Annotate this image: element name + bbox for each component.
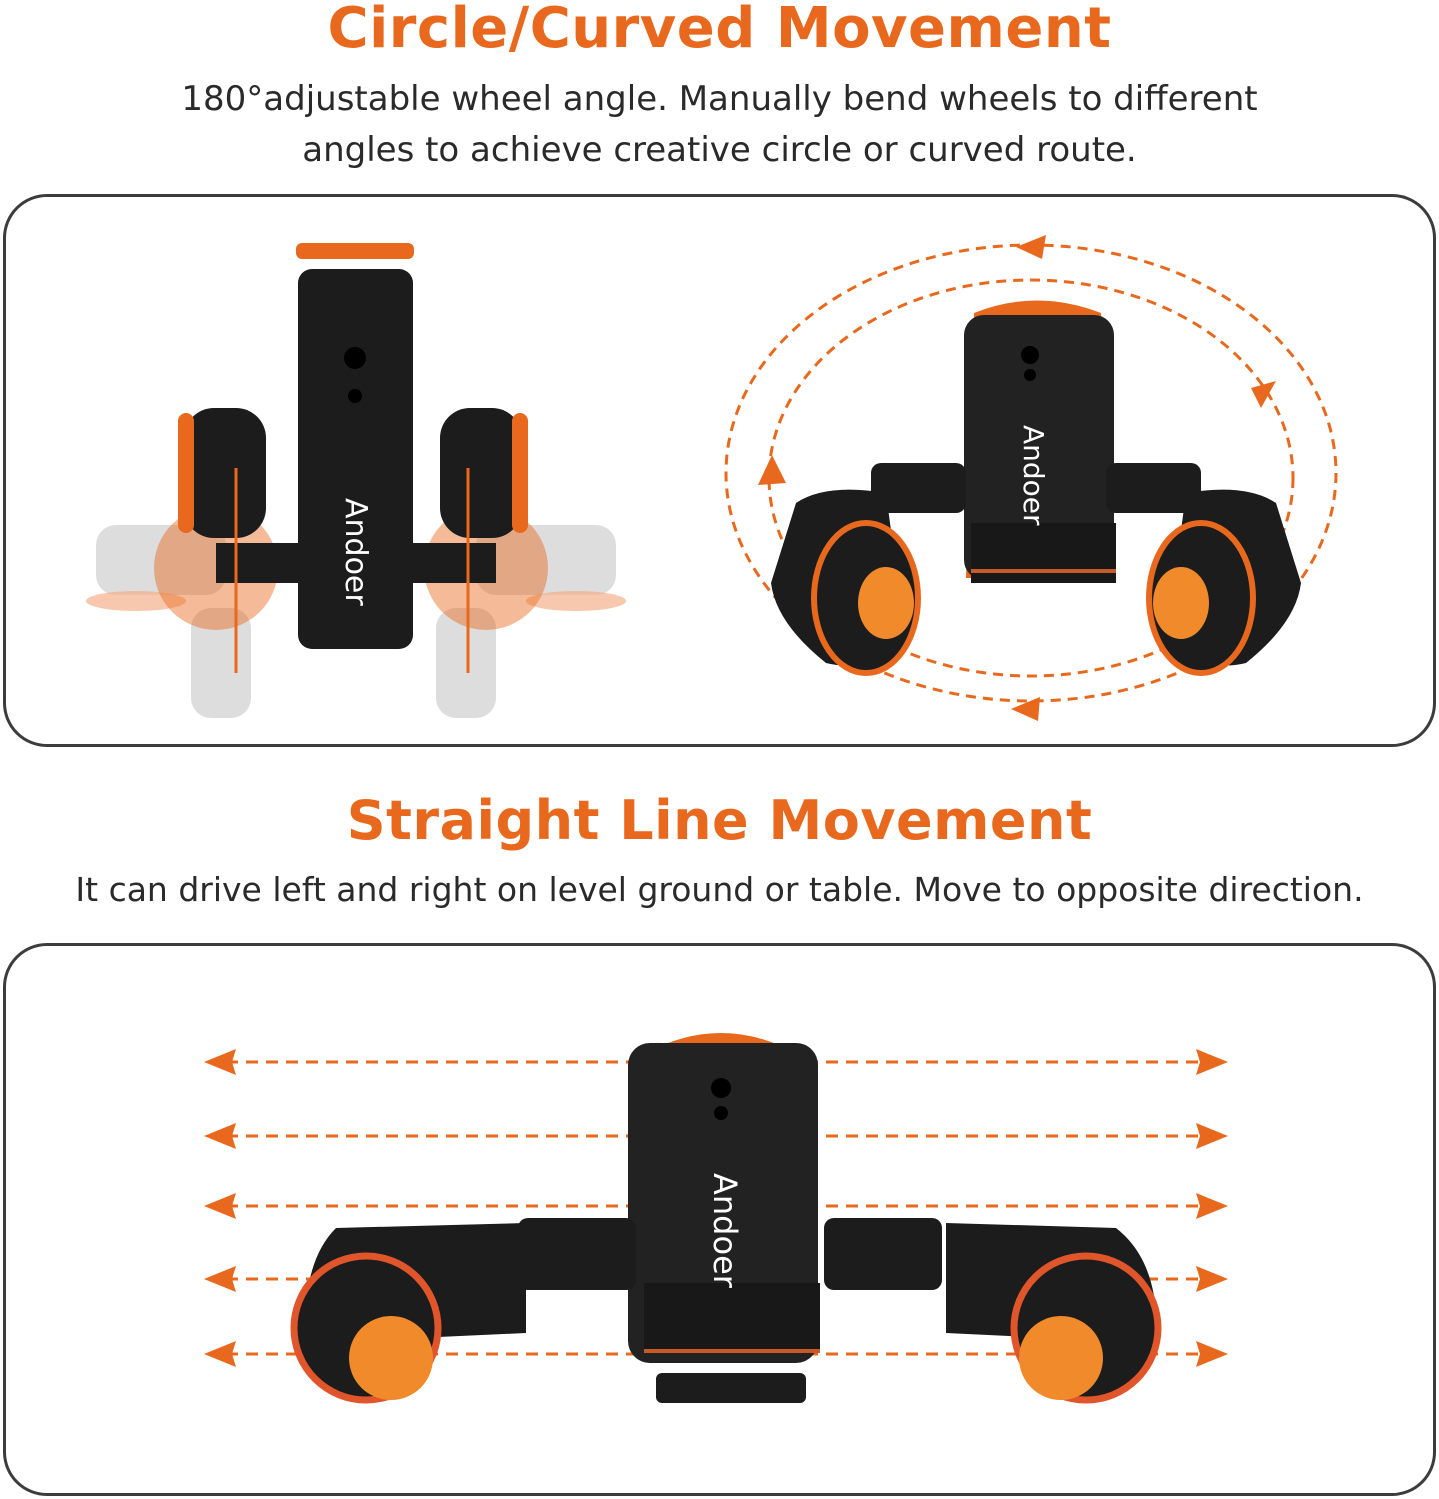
circle-movement-description-line1: 180°adjustable wheel angle. Manually ben… bbox=[181, 79, 1258, 119]
dolly-curved-view-right: Andoer bbox=[724, 235, 1338, 721]
svg-text:Andoer: Andoer bbox=[338, 498, 373, 606]
svg-text:Andoer: Andoer bbox=[706, 1173, 744, 1289]
svg-text:Andoer: Andoer bbox=[1017, 425, 1050, 526]
straight-movement-panel: Andoer bbox=[3, 943, 1436, 1496]
circle-movement-title: Circle/Curved Movement bbox=[327, 0, 1112, 61]
circle-movement-panel: Andoer Andoer bbox=[3, 194, 1436, 747]
straight-movement-title: Straight Line Movement bbox=[346, 789, 1093, 852]
circle-movement-illustration: Andoer Andoer bbox=[86, 235, 1338, 721]
straight-movement-description: It can drive left and right on level gro… bbox=[75, 870, 1364, 909]
straight-movement-illustration: Andoer bbox=[204, 1033, 1228, 1404]
circle-movement-description-line2: angles to achieve creative circle or cur… bbox=[302, 130, 1137, 170]
dolly-top-view-left: Andoer bbox=[86, 243, 626, 718]
